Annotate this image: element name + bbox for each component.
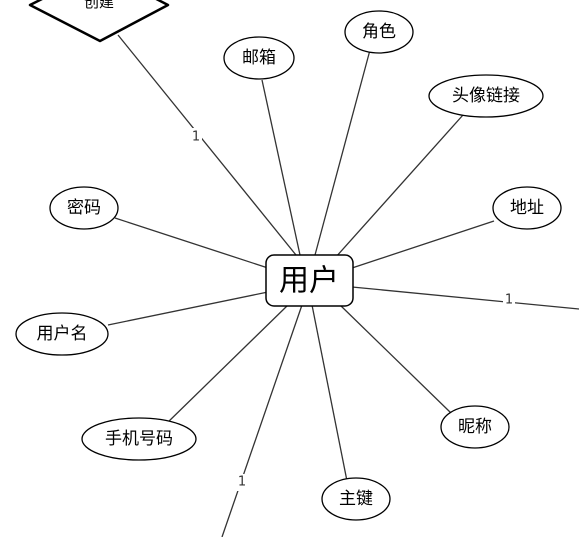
connectors <box>107 34 579 537</box>
attribute-avatar-link-label: 头像链接 <box>452 86 520 106</box>
attribute-phone-label: 手机号码 <box>105 429 173 449</box>
attribute-username[interactable]: 用户名 <box>15 312 109 356</box>
cardinality-right: 1 <box>503 292 515 309</box>
edge-create <box>117 34 297 256</box>
cardinality-create: 1 <box>190 128 202 145</box>
cardinality-right-label: 1 <box>505 293 513 308</box>
edge-role <box>314 49 371 256</box>
edge-email <box>261 79 301 256</box>
attribute-phone[interactable]: 手机号码 <box>81 417 197 461</box>
entity-user[interactable]: 用户 <box>265 254 354 307</box>
attribute-email[interactable]: 邮箱 <box>223 36 295 80</box>
cardinality-bottom-label: 1 <box>238 475 246 490</box>
edge-username <box>107 291 269 326</box>
relationship-create[interactable]: 创建 <box>28 0 170 43</box>
edge-password <box>114 217 269 269</box>
relationship-label: 创建 <box>84 0 114 11</box>
attribute-primary-key[interactable]: 主键 <box>321 477 391 521</box>
edge-nickname <box>339 304 452 414</box>
attribute-password-label: 密码 <box>67 198 101 218</box>
attribute-password[interactable]: 密码 <box>49 186 119 230</box>
attribute-nickname[interactable]: 昵称 <box>440 405 510 449</box>
entity-box[interactable] <box>265 254 354 307</box>
attribute-avatar-link[interactable]: 头像链接 <box>428 74 544 118</box>
attribute-primary-key-label: 主键 <box>339 489 373 509</box>
attribute-email-label: 邮箱 <box>242 48 276 68</box>
cardinality-bottom: 1 <box>236 474 248 491</box>
attribute-address[interactable]: 地址 <box>492 186 562 230</box>
attribute-role[interactable]: 角色 <box>344 10 414 54</box>
edge-phone <box>164 304 289 426</box>
cardinality-create-label: 1 <box>192 130 200 145</box>
relationship-diamond[interactable] <box>28 0 170 43</box>
attribute-address-label: 地址 <box>510 198 544 218</box>
edge-bottom <box>221 304 303 537</box>
entity-label: 用户 <box>279 264 339 299</box>
attribute-nickname-label: 昵称 <box>458 417 492 437</box>
edge-address <box>351 220 495 269</box>
attribute-username-label: 用户名 <box>37 324 88 344</box>
edge-avatar-link <box>334 114 464 259</box>
attribute-role-label: 角色 <box>362 22 396 42</box>
edge-primary-key <box>311 304 348 482</box>
edge-right <box>351 286 579 310</box>
